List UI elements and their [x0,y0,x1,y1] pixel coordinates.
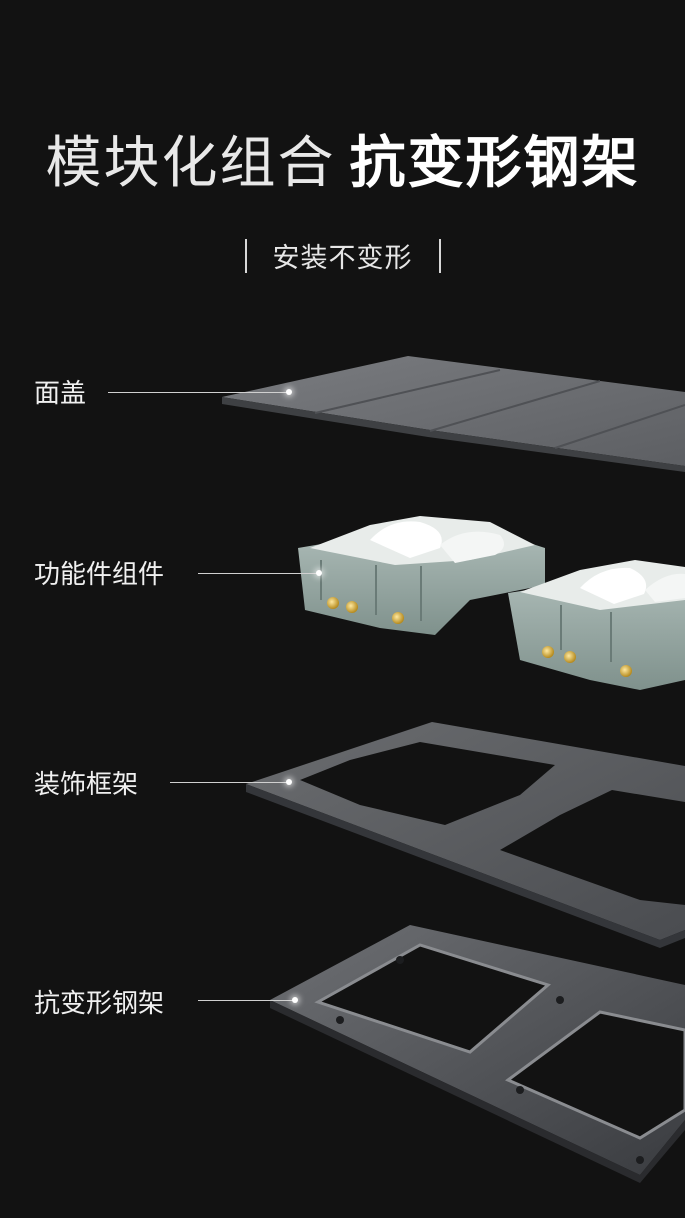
headline-regular: 模块化组合 [45,131,336,196]
label-module: 功能件组件 [34,560,165,590]
leader-cover [108,392,288,393]
pointer-dot-steel-frame [292,997,298,1003]
steel-frame [270,925,685,1183]
module-right [508,560,685,690]
headline: 模块化组合抗变形钢架 [0,118,685,199]
leader-frame [170,782,288,783]
subtitle-text: 安装不变形 [272,243,413,274]
pointer-dot-frame [286,779,292,785]
pointer-dot-module [316,570,322,576]
pointer-dot-cover [286,389,292,395]
label-cover: 面盖 [34,379,87,409]
module-left [298,516,545,635]
leader-module [198,573,318,574]
divider-right [438,238,441,273]
label-frame: 装饰框架 [34,770,139,800]
headline-bold: 抗变形钢架 [349,131,640,196]
label-steel-frame: 抗变形钢架 [34,989,165,1019]
leader-steel-frame [198,1000,294,1001]
cover-plate [222,356,685,472]
subtitle: 安装不变形 [0,236,685,275]
divider-left [244,238,247,273]
decorative-frame [246,722,685,948]
